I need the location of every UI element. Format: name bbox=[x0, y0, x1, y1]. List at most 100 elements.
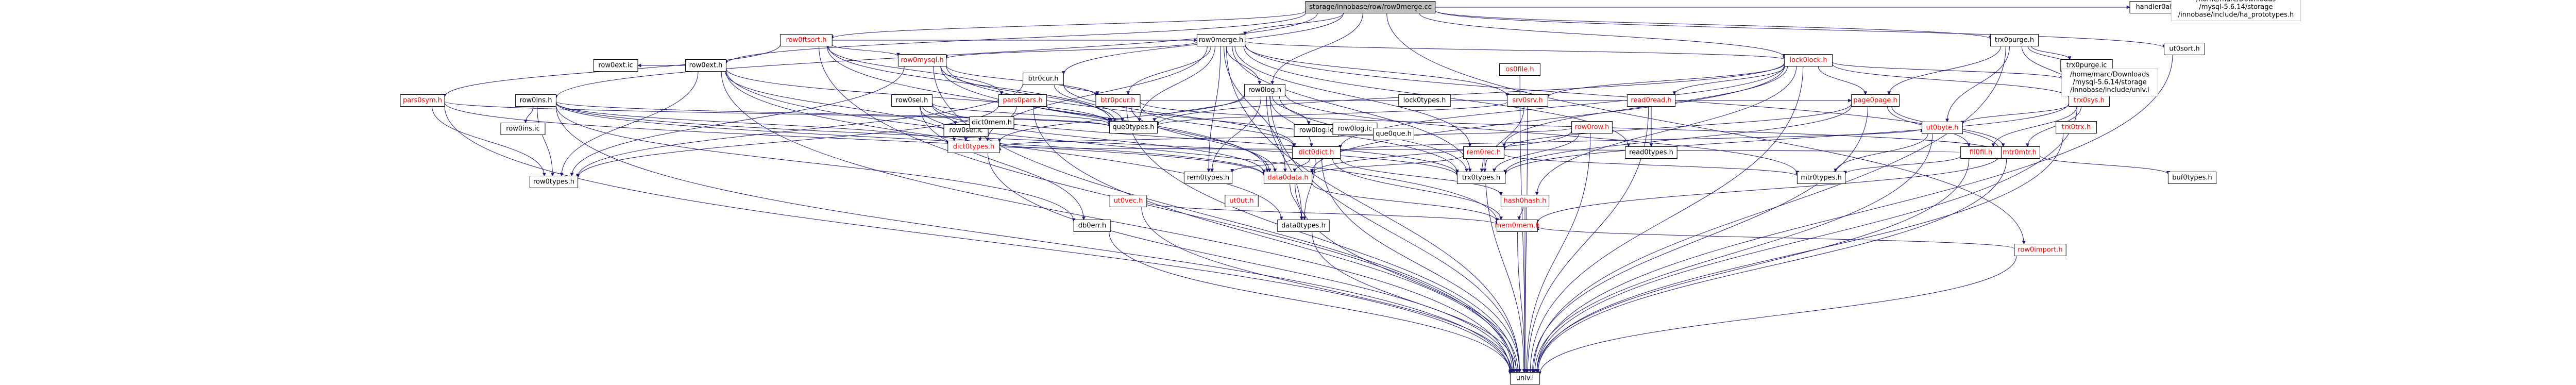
graph-node-row0sel[interactable]: row0sel.h bbox=[891, 94, 933, 107]
edge-page0page-to-trx0types bbox=[1503, 105, 1852, 174]
graph-node-row0types[interactable]: row0types.h bbox=[529, 176, 579, 188]
graph-node-fts0types[interactable]: lock0types.h bbox=[1398, 94, 1451, 107]
graph-node-read0types[interactable]: read0types.h bbox=[1625, 146, 1677, 159]
graph-node-mtr0mtr[interactable]: mtr0mtr.h bbox=[1999, 146, 2040, 159]
graph-node-trx0sys[interactable]: trx0sys.h bbox=[2069, 94, 2110, 107]
node-label: row0types.h bbox=[533, 178, 574, 186]
node-label: page0page.h bbox=[1853, 97, 1897, 105]
edge-btr0cur-to-row0types bbox=[576, 83, 1024, 177]
graph-node-db0err[interactable]: db0err.h bbox=[1073, 220, 1111, 232]
graph-node-os0file[interactable]: os0file.h bbox=[1499, 63, 1540, 76]
graph-node-data0types[interactable]: data0types.h bbox=[1277, 220, 1330, 232]
graph-node-row0ins[interactable]: row0ins.h bbox=[515, 94, 556, 107]
node-label: ut0byte.h bbox=[1926, 124, 1958, 132]
node-box bbox=[1109, 121, 1158, 133]
node-label: row0ftsort.h bbox=[786, 37, 827, 44]
graph-node-ut0vec[interactable]: ut0vec.h bbox=[1109, 195, 1147, 207]
graph-node-univ[interactable]: univ.i bbox=[1510, 372, 1540, 384]
node-box bbox=[1109, 195, 1147, 207]
graph-node-row0log-types[interactable]: row0log.ic bbox=[1332, 123, 1378, 135]
graph-node-lock0lock[interactable]: lock0lock.h bbox=[1784, 54, 1833, 66]
graph-node-ut0sort[interactable]: ut0sort.h bbox=[2164, 43, 2205, 55]
graph-node-dict0mem[interactable]: dict0mem.h bbox=[969, 116, 1014, 129]
graph-node-trx0trx[interactable]: trx0trx.h bbox=[2056, 121, 2097, 133]
graph-node-row0log[interactable]: row0log.h bbox=[1244, 84, 1285, 96]
edge-row0ext-to-mem0mem bbox=[725, 69, 1499, 222]
graph-node-pars0pars[interactable]: pars0pars.h bbox=[998, 94, 1047, 107]
edge-btr0cur-to-que0types bbox=[1054, 85, 1125, 122]
graph-node-mem0mem[interactable]: mem0mem.h bbox=[1495, 220, 1540, 232]
node-label: row0log.ic bbox=[1299, 127, 1334, 135]
graph-node-row0ftsort[interactable]: row0ftsort.h bbox=[780, 34, 833, 46]
edge-pars0pars-to-que0types bbox=[1046, 106, 1111, 122]
edge-row0ftsort-to-row0mysql bbox=[832, 44, 900, 57]
graph-node-row0mysql[interactable]: row0mysql.h bbox=[897, 54, 947, 66]
edge-lock0lock-to-home_univ bbox=[1832, 61, 2063, 79]
graph-node-data0data[interactable]: data0data.h bbox=[1263, 172, 1313, 184]
graph-node-row0ext[interactable]: row0ext.h bbox=[685, 59, 726, 72]
graph-node-buf0types[interactable]: buf0types.h bbox=[2167, 172, 2217, 184]
graph-node-mysql-inttypes[interactable]: /home/marc/Downloads/mysql-5.6.14/storag… bbox=[2171, 0, 2301, 21]
node-label: row0log.ic bbox=[1338, 125, 1372, 133]
node-box bbox=[947, 141, 1000, 153]
edge-btr0pcur-to-mtr0mtr bbox=[1140, 102, 2001, 152]
edge-page0page-to-rem0rec bbox=[1502, 104, 1852, 150]
node-box bbox=[1507, 94, 1548, 107]
graph-node-btr0pcur[interactable]: btr0pcur.h bbox=[1095, 94, 1141, 107]
edge-row0log-to-univ bbox=[1269, 96, 1522, 373]
edge-ut0byte-to-mtr0types bbox=[1834, 133, 1928, 173]
node-box bbox=[500, 123, 546, 135]
edge-dict0dict-to-ha0ha bbox=[1340, 158, 1503, 196]
node-box bbox=[2164, 43, 2205, 55]
graph-node-ut0ut[interactable]: ut0ut.h bbox=[1225, 195, 1259, 207]
graph-node-row0row[interactable]: row0row.h bbox=[1571, 121, 1613, 133]
graph-node-srv0srv[interactable]: srv0srv.h bbox=[1507, 94, 1548, 107]
edge-row0sel-to-db0err bbox=[920, 106, 1086, 221]
edge-root-to-row0ftsort bbox=[830, 10, 1306, 39]
edge-lock0lock-to-que0types bbox=[1156, 62, 1785, 126]
graph-node-ut0byte[interactable]: ut0byte.h bbox=[1922, 122, 1963, 134]
graph-node-mtr0types[interactable]: mtr0types.h bbox=[1797, 172, 1846, 184]
graph-node-row0ftsort-ic[interactable]: row0ext.ic bbox=[593, 59, 638, 72]
graph-node-home-univ[interactable]: /home/marc/Downloads/mysql-5.6.14/storag… bbox=[2061, 69, 2158, 96]
edge-rem0rec-to-data0data bbox=[1310, 155, 1464, 175]
graph-node-read0read[interactable]: read0read.h bbox=[1626, 94, 1676, 107]
node-label: row0ins.h bbox=[520, 97, 552, 105]
graph-node-row0merge[interactable]: row0merge.h bbox=[1196, 34, 1246, 46]
graph-node-page0page[interactable]: page0page.h bbox=[1851, 94, 1900, 107]
graph-node-btr0cur[interactable]: btr0cur.h bbox=[1023, 73, 1064, 85]
graph-node-trx0purge-i[interactable]: trx0purge.ic bbox=[2060, 59, 2113, 72]
graph-node-trx0types[interactable]: trx0types.h bbox=[1456, 172, 1506, 184]
node-label: row0sel.h bbox=[896, 97, 928, 105]
node-label: btr0pcur.h bbox=[1100, 97, 1135, 105]
graph-node-row0ins-ic[interactable]: row0ins.ic bbox=[500, 123, 546, 135]
node-label: row0mysql.h bbox=[901, 57, 943, 64]
graph-node-row0log-ic[interactable]: row0log.ic bbox=[1294, 124, 1339, 137]
graph-node-rem0rec[interactable]: rem0rec.h bbox=[1463, 146, 1504, 159]
node-label: row0log.h bbox=[1248, 87, 1281, 94]
graph-node-rem0types[interactable]: rem0types.h bbox=[1183, 172, 1233, 184]
edge-row0log-to-rem0types bbox=[1210, 96, 1262, 173]
edge-lock0lock-to-data0data bbox=[1310, 65, 1785, 173]
node-label: lock0types.h bbox=[1403, 97, 1446, 105]
graph-node-pars0sym[interactable]: pars0sym.h bbox=[400, 94, 445, 107]
graph-node-que0que[interactable]: que0que.h bbox=[1373, 128, 1414, 140]
edge-row0ext-to-dict0types bbox=[725, 71, 956, 142]
edge-srv0srv-to-trx0types bbox=[1483, 106, 1524, 173]
node-box bbox=[400, 94, 445, 107]
graph-node-dict0types[interactable]: dict0types.h bbox=[947, 141, 1000, 153]
graph-node-dict0dict[interactable]: dict0dict.h bbox=[1292, 146, 1341, 159]
node-label: rem0types.h bbox=[1187, 174, 1229, 182]
node-box bbox=[1784, 54, 1833, 66]
node-box bbox=[1225, 195, 1259, 207]
edge-data0data-to-mem0mem bbox=[1312, 182, 1499, 222]
graph-node-ha0ha[interactable]: hash0hash.h bbox=[1500, 195, 1550, 207]
node-box bbox=[780, 34, 833, 46]
graph-node-trx0purge[interactable]: trx0purge.h bbox=[1990, 34, 2039, 46]
node-label: que0types.h bbox=[1113, 124, 1155, 131]
graph-node-row0import[interactable]: row0import.h bbox=[2014, 244, 2066, 256]
graph-node-que0types[interactable]: que0types.h bbox=[1109, 121, 1158, 133]
graph-node-fsp0types[interactable]: fil0fil.h bbox=[1960, 146, 2002, 159]
edge-row0log-to-dict0types bbox=[997, 94, 1245, 142]
node-label: /mysql-5.6.14/storage bbox=[2073, 79, 2146, 87]
